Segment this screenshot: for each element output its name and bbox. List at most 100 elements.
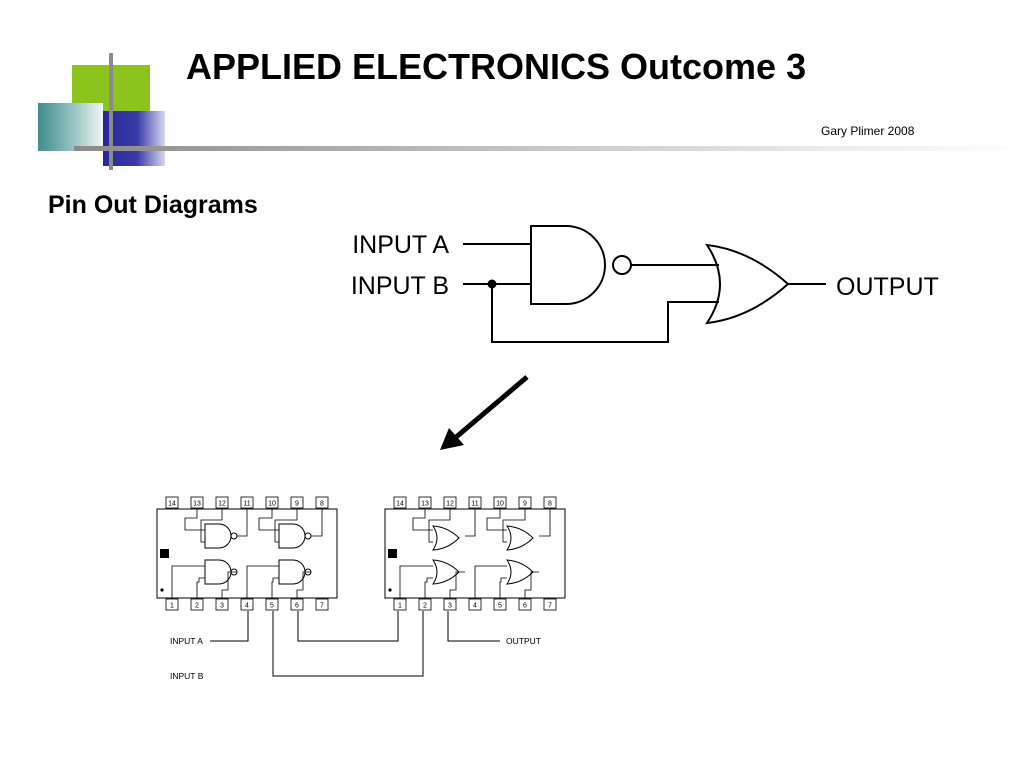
wire-pin3-output <box>447 611 500 642</box>
pin-box <box>215 496 229 509</box>
nand-bubble <box>612 255 632 275</box>
pin-number-bottom: 5 <box>498 603 502 610</box>
pin1-marker <box>160 588 164 592</box>
pin-number-bottom: 7 <box>320 603 324 610</box>
internal-wire <box>274 509 298 543</box>
pin-box <box>240 598 254 611</box>
slide-title: APPLIED ELECTRONICS Outcome 3 <box>186 46 807 87</box>
pin-box <box>190 496 204 509</box>
pin-number-top: 8 <box>320 501 324 508</box>
pin-box <box>315 496 329 509</box>
chip-notch <box>160 549 169 558</box>
pin-box <box>165 496 179 509</box>
label-input-b: INPUT B <box>351 272 449 300</box>
internal-wire <box>221 571 237 598</box>
pin-number-bottom: 1 <box>170 603 174 610</box>
pin-number-top: 9 <box>523 501 527 508</box>
pinout-label-input-b: INPUT B <box>170 671 204 681</box>
wire-pin5-input-b <box>272 611 424 677</box>
pin-number-top: 11 <box>243 501 250 508</box>
pin-box <box>443 496 457 509</box>
internal-wire <box>499 577 507 598</box>
pin-number-bottom: 2 <box>195 603 199 610</box>
pinout-label-output: OUTPUT <box>506 636 541 646</box>
decor-horizontal-rule <box>74 146 1024 151</box>
decor-teal-square <box>38 103 103 151</box>
or-gate-icon <box>506 559 534 585</box>
pin-box <box>215 598 229 611</box>
internal-wire <box>486 509 507 531</box>
pin-number-bottom: 6 <box>523 603 527 610</box>
pin-number-top: 8 <box>548 501 552 508</box>
internal-wire <box>296 571 311 598</box>
pin-box <box>543 496 557 509</box>
wire-feedback <box>491 284 719 343</box>
or-gate-icon <box>432 559 460 585</box>
internal-wire <box>196 577 205 598</box>
pin-number-top: 13 <box>421 501 429 508</box>
pin1-marker <box>388 588 392 592</box>
internal-wire <box>271 577 279 598</box>
pin-number-top: 9 <box>295 501 299 508</box>
pin-box <box>518 598 532 611</box>
pin-box <box>418 598 432 611</box>
internal-wire <box>171 565 205 598</box>
or-gate-icon <box>432 525 460 551</box>
or-gate-symbol <box>704 243 790 325</box>
internal-wire <box>428 509 451 543</box>
internal-wire <box>246 565 279 598</box>
internal-wire <box>474 565 507 598</box>
internal-wire <box>424 577 433 598</box>
or-gate-icon <box>506 525 534 551</box>
pin-box <box>265 598 279 611</box>
pin-box <box>443 598 457 611</box>
pinout-label-input-a: INPUT A <box>170 636 203 646</box>
pin-number-top: 14 <box>396 501 404 508</box>
pin-number-top: 10 <box>268 501 276 508</box>
pin-number-top: 10 <box>496 501 504 508</box>
pin-number-bottom: 3 <box>448 603 452 610</box>
pin-box <box>165 598 179 611</box>
logic-schematic: INPUT A INPUT B OUTPUT <box>351 225 939 343</box>
internal-wire <box>311 509 323 537</box>
pin-box <box>315 598 329 611</box>
pin-box <box>468 496 482 509</box>
wire-nand-to-or <box>297 611 399 642</box>
pin-box <box>468 598 482 611</box>
internal-wire <box>399 565 433 598</box>
internal-wire <box>465 509 476 537</box>
pin-box <box>290 496 304 509</box>
internal-wire <box>200 509 223 543</box>
pin-number-top: 12 <box>218 501 226 508</box>
wire-pin4-input-a <box>210 611 249 642</box>
pin-box <box>518 496 532 509</box>
pin-box <box>190 598 204 611</box>
pin-box <box>418 496 432 509</box>
down-left-arrow-icon <box>440 375 529 450</box>
label-input-a: INPUT A <box>352 231 449 259</box>
pinout-wiring <box>210 611 500 677</box>
pin-number-bottom: 2 <box>423 603 427 610</box>
pin-box <box>290 598 304 611</box>
pin-box <box>265 496 279 509</box>
pin-number-bottom: 7 <box>548 603 552 610</box>
nand-gate-symbol <box>530 225 606 305</box>
slide-subtitle: Pin Out Diagrams <box>48 191 258 219</box>
pin-number-bottom: 3 <box>220 603 224 610</box>
internal-wire <box>412 509 433 531</box>
decor-blue-square <box>103 111 165 166</box>
internal-wire <box>449 571 465 598</box>
pin-number-bottom: 5 <box>270 603 274 610</box>
pin-number-bottom: 1 <box>398 603 402 610</box>
internal-wire <box>539 509 551 537</box>
pin-number-top: 14 <box>168 501 176 508</box>
pin-number-bottom: 6 <box>295 603 299 610</box>
pin-box <box>393 598 407 611</box>
internal-wire <box>258 509 279 531</box>
internal-wire <box>184 509 205 531</box>
label-output: OUTPUT <box>836 273 939 301</box>
